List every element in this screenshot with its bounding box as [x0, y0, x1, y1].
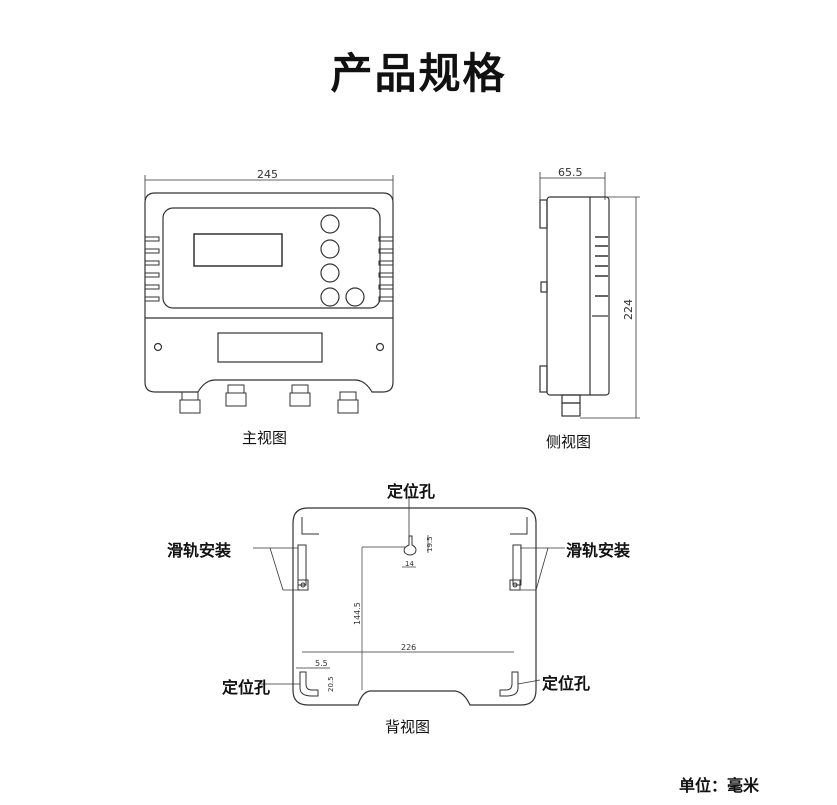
rail-mount-label-left: 滑轨安装 [167, 541, 232, 560]
side-view-caption: 侧视图 [546, 433, 592, 451]
unit-note: 单位：毫米 [678, 776, 759, 795]
front-view-caption: 主视图 [242, 429, 288, 447]
horizontal-dim: 226 [401, 643, 416, 652]
locating-hole-label-left: 定位孔 [222, 678, 271, 697]
front-width-dim: 245 [257, 168, 278, 181]
back-view-drawing: 19.5 14 144.5 226 5.5 20.5 [253, 496, 565, 706]
hole-width-dim: 14 [405, 560, 414, 568]
corner-dim: 20.5 [327, 676, 335, 692]
side-height-dim: 224 [622, 299, 635, 320]
side-view-drawing: 65.5 224 [539, 166, 640, 419]
back-view-caption: 背视图 [385, 718, 431, 736]
front-view-drawing: 245 [144, 168, 394, 414]
offset-dim: 5.5 [315, 659, 328, 668]
side-depth-dim: 65.5 [558, 166, 583, 179]
hole-height-dim: 19.5 [426, 536, 434, 552]
page-title: 产品规格 [330, 49, 507, 98]
rail-mount-label-right: 滑轨安装 [566, 541, 631, 560]
vertical-dim: 144.5 [353, 602, 362, 625]
locating-hole-label-top: 定位孔 [387, 482, 436, 501]
locating-hole-label-right: 定位孔 [542, 674, 591, 693]
